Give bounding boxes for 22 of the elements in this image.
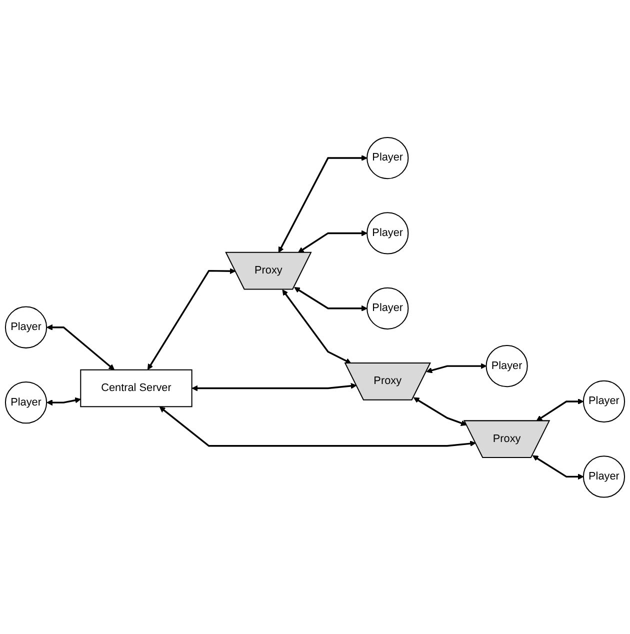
arrow (192, 382, 357, 391)
arrow (298, 230, 368, 253)
arrow (46, 324, 115, 370)
arrow (294, 286, 368, 312)
arrow (282, 289, 352, 364)
arrow (159, 406, 476, 446)
arrow (413, 396, 467, 426)
node-circle: Player (366, 287, 409, 330)
arrow (147, 268, 236, 370)
node-circle: Player (4, 306, 48, 348)
arrow (532, 454, 584, 480)
arrow (46, 396, 81, 406)
node-circle: Player (582, 380, 626, 422)
node-circle: Player (366, 136, 409, 179)
node-circle: Player (366, 212, 409, 254)
arrow (278, 154, 368, 252)
node-box: Central Server (80, 369, 192, 407)
node-circle: Player (582, 455, 626, 498)
arrow (426, 362, 486, 373)
arrow (536, 398, 584, 421)
node-circle: Player (486, 344, 528, 387)
node-circle: Player (4, 381, 48, 424)
